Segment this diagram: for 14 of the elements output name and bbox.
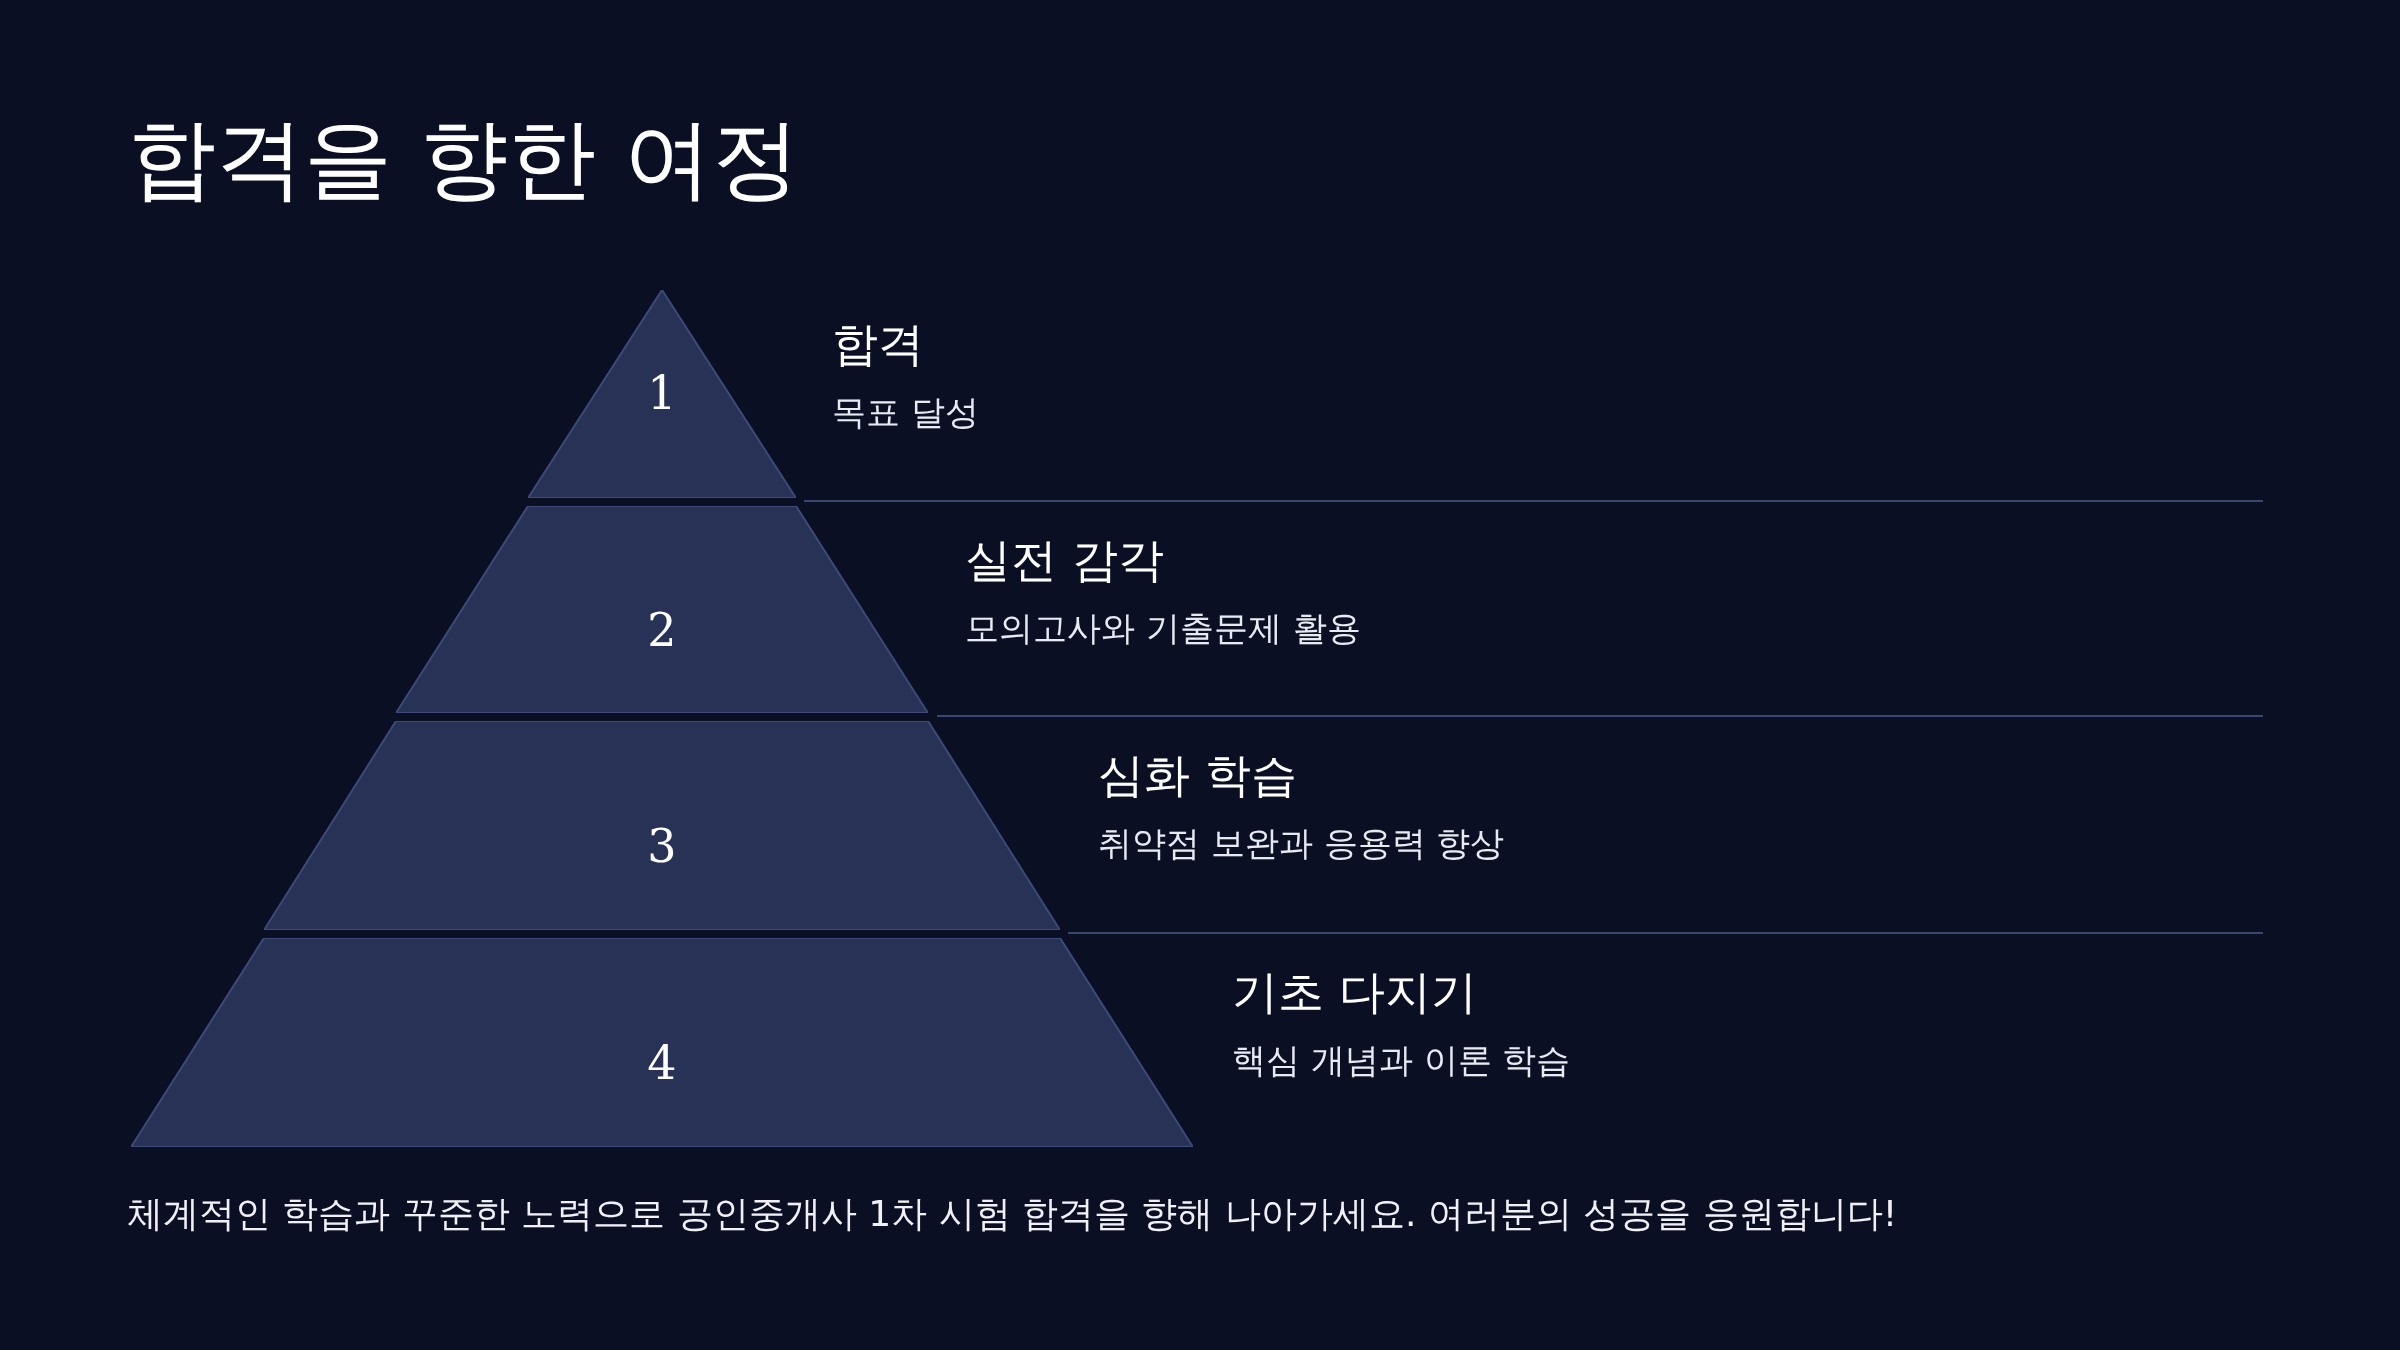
- step-heading: 실전 감각: [965, 532, 1164, 589]
- step-heading: 심화 학습: [1098, 747, 1297, 804]
- step-heading: 기초 다지기: [1232, 964, 1477, 1021]
- step-heading: 합격: [832, 316, 924, 373]
- layer-number: 4: [647, 1035, 677, 1090]
- step-description: 취약점 보완과 응용력 향상: [1098, 822, 1505, 865]
- caption: 체계적인 학습과 꾸준한 노력으로 공인중개사 1차 시험 합격을 향해 나아가세요. 여러분의 성공을 응원합니다!: [127, 1192, 1898, 1236]
- step-description: 목표 달성: [832, 391, 979, 434]
- step-description: 모의고사와 기출문제 활용: [965, 607, 1361, 650]
- step-description: 핵심 개념과 이론 학습: [1232, 1039, 1571, 1082]
- layer-number: 2: [647, 602, 677, 657]
- layer-number: 1: [647, 366, 677, 421]
- slide-title: 합격을 향한 여정: [128, 106, 800, 212]
- layer-number: 3: [647, 818, 677, 873]
